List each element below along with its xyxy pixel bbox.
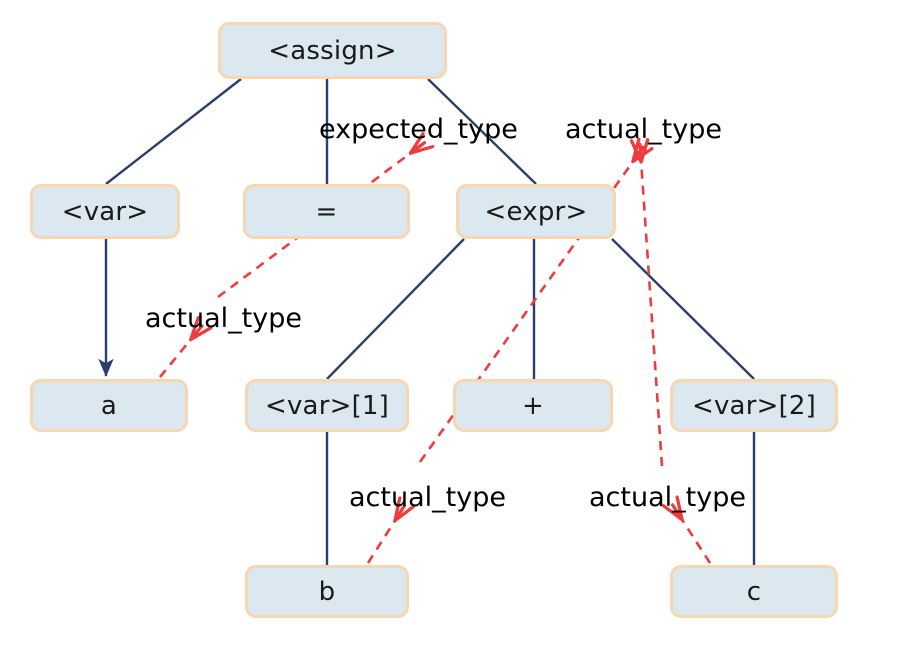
tree-node-b[interactable]: b bbox=[245, 565, 409, 618]
tree-node-a[interactable]: a bbox=[30, 379, 188, 432]
attribute-edge-attr-b-actual bbox=[366, 519, 396, 564]
tree-node-expr[interactable]: <expr> bbox=[456, 184, 616, 239]
attribute-edge-attr-var-a bbox=[158, 338, 192, 378]
tree-node-plus[interactable]: + bbox=[453, 379, 613, 432]
tree-edge-group bbox=[98, 78, 756, 565]
tree-node-label: = bbox=[315, 196, 338, 227]
tree-node-label: <var>[2] bbox=[691, 390, 816, 421]
attribute-label-label-expected: expected_type bbox=[319, 114, 518, 145]
tree-node-label: <var> bbox=[61, 196, 149, 227]
attribute-label-label-actual-c: actual_type bbox=[589, 482, 746, 513]
tree-node-var1[interactable]: <var>[1] bbox=[245, 379, 409, 432]
tree-edge-assign-expr bbox=[427, 78, 537, 185]
attribute-edge-attr-var2-actual bbox=[641, 160, 664, 467]
attribute-edge-attr-eq-expected bbox=[217, 152, 412, 299]
tree-edge-assign-var bbox=[105, 78, 242, 185]
attribute-label-label-actual-top: actual_type bbox=[565, 114, 722, 145]
tree-node-var[interactable]: <var> bbox=[30, 184, 180, 239]
tree-node-label: b bbox=[318, 576, 336, 607]
tree-edge-expr-var1 bbox=[326, 238, 465, 380]
tree-node-c[interactable]: c bbox=[670, 565, 838, 618]
tree-node-label: <assign> bbox=[268, 35, 397, 66]
attribute-label-label-actual-left: actual_type bbox=[145, 303, 302, 334]
tree-node-var2[interactable]: <var>[2] bbox=[670, 379, 838, 432]
attribute-edge-attr-c-actual bbox=[681, 518, 712, 564]
tree-node-label: <expr> bbox=[484, 196, 588, 227]
tree-node-label: + bbox=[522, 390, 544, 421]
tree-node-label: <var>[1] bbox=[264, 390, 389, 421]
tree-node-label: c bbox=[746, 576, 762, 607]
tree-node-eq[interactable]: = bbox=[243, 184, 410, 239]
tree-edge-expr-var2 bbox=[611, 238, 755, 380]
attribute-label-label-actual-b: actual_type bbox=[349, 482, 506, 513]
tree-node-label: a bbox=[100, 390, 118, 421]
tree-node-assign[interactable]: <assign> bbox=[218, 22, 447, 79]
